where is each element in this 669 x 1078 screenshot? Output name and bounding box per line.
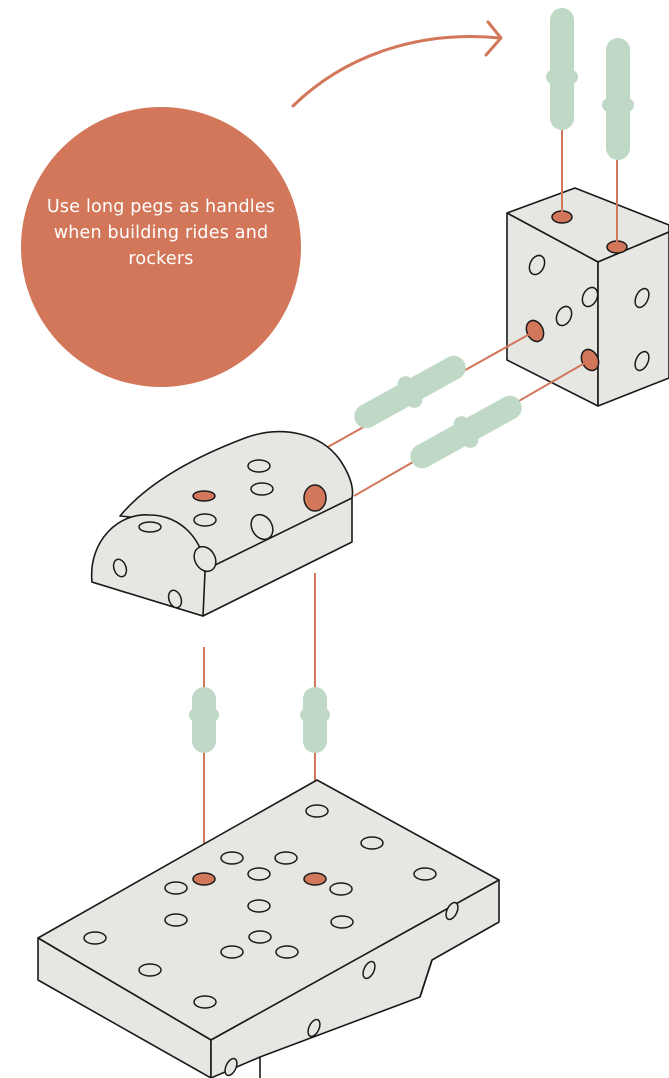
callout-bubble: Use long pegs as handles when building r… xyxy=(21,107,301,387)
base-plate-holes xyxy=(83,804,459,1077)
cube-block xyxy=(506,187,669,407)
connector-lines-top xyxy=(561,130,618,247)
short-peg-2 xyxy=(300,687,330,753)
curved-arrow-icon xyxy=(291,20,503,108)
long-peg-diagonal-1 xyxy=(354,355,466,429)
half-cylinder-block xyxy=(90,431,354,617)
long-peg-vertical-2 xyxy=(602,38,634,160)
callout-text: Use long pegs as handles when building r… xyxy=(46,197,276,269)
cube-holes xyxy=(525,210,650,372)
base-plate-block xyxy=(37,779,500,1078)
long-peg-diagonal-2 xyxy=(410,395,522,469)
long-peg-vertical-1 xyxy=(546,8,578,130)
short-peg-1 xyxy=(189,687,219,753)
half-cylinder-holes xyxy=(112,459,327,609)
